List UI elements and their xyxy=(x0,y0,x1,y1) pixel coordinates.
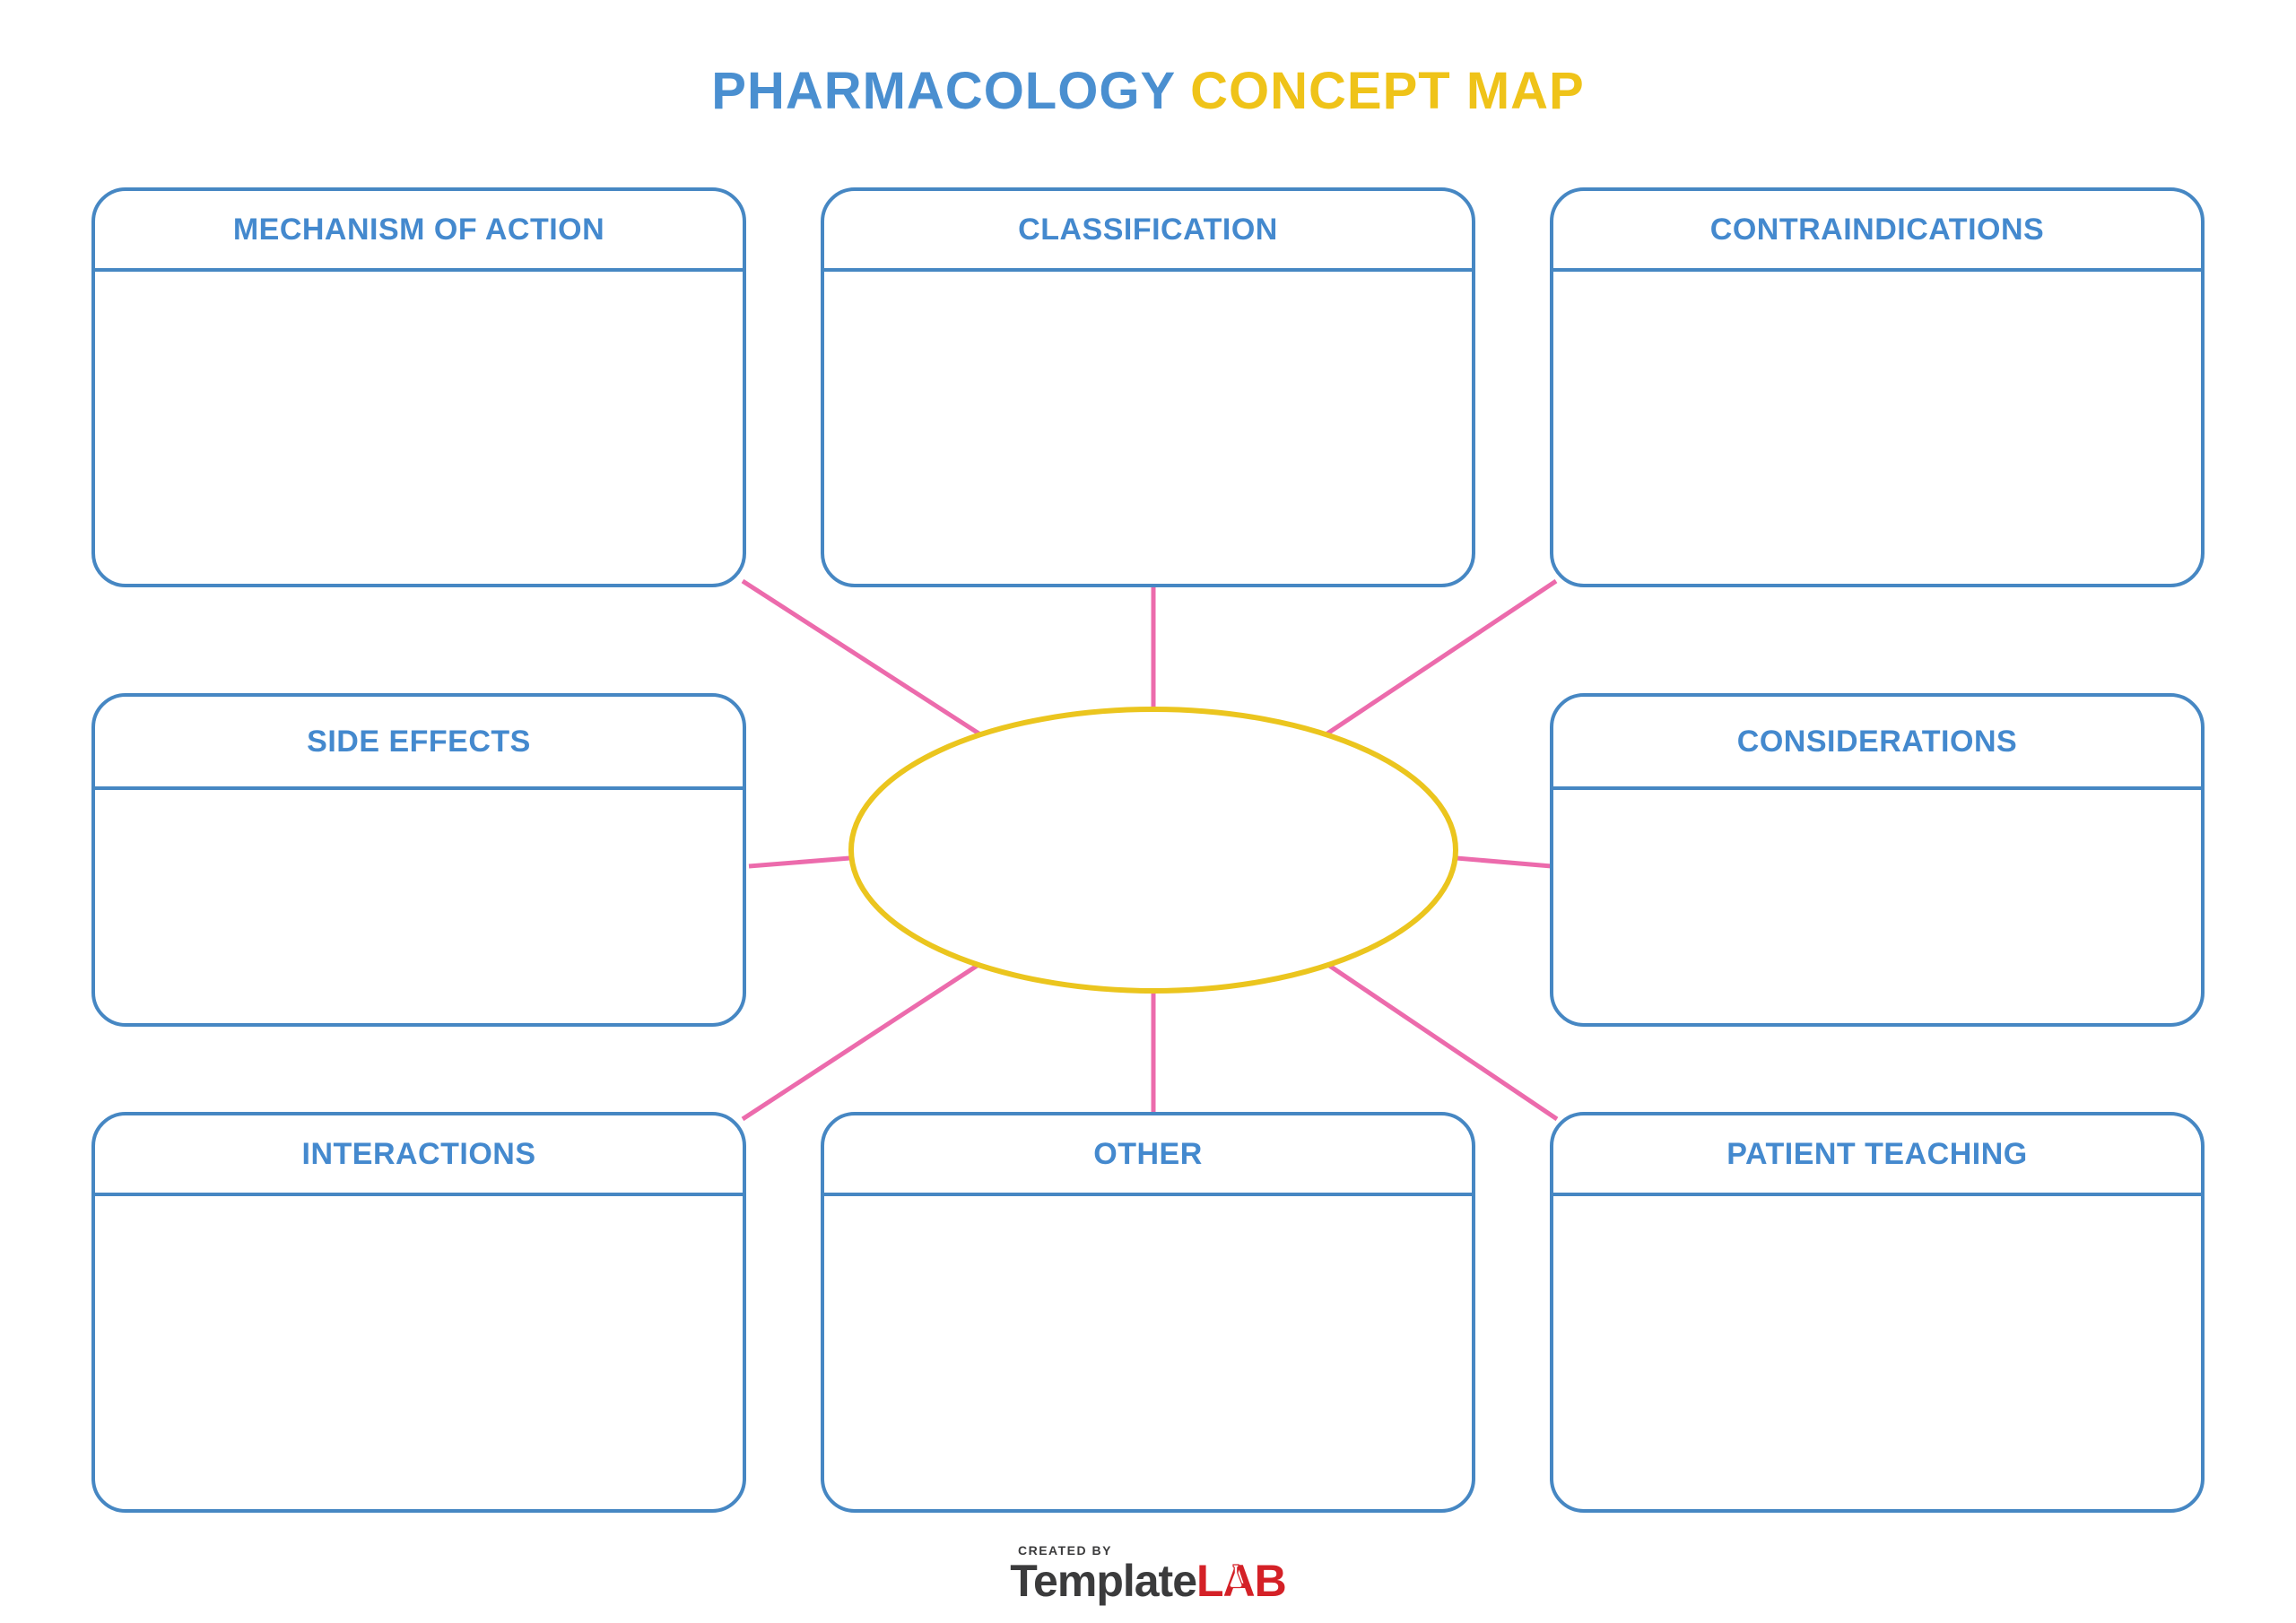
box-considerations-notes[interactable] xyxy=(1553,790,2201,1023)
flask-icon xyxy=(1229,1564,1243,1589)
connector-interactions xyxy=(741,957,988,1122)
box-mechanism-of-action-notes[interactable] xyxy=(95,272,743,584)
templatelab-brand: TemplateLAB xyxy=(1010,1556,1287,1606)
box-side-effects-title: SIDE EFFECTS xyxy=(95,697,743,790)
box-classification-title: CLASSIFICATION xyxy=(824,191,1472,272)
connector-contraindications xyxy=(1312,578,1558,745)
box-other-notes[interactable] xyxy=(824,1196,1472,1509)
box-contraindications-title: CONTRAINDICATIONS xyxy=(1553,191,2201,272)
connector-side-effects xyxy=(748,855,862,869)
connector-considerations xyxy=(1445,855,1552,869)
box-patient-teaching-notes[interactable] xyxy=(1553,1196,2201,1509)
templatelab-logo: CREATED BY TemplateLAB xyxy=(0,1544,2296,1603)
created-by-label: CREATED BY xyxy=(1018,1543,1112,1558)
box-side-effects: SIDE EFFECTS xyxy=(91,693,746,1027)
box-contraindications-notes[interactable] xyxy=(1553,272,2201,584)
connector-patient-teaching xyxy=(1318,957,1559,1122)
box-considerations: CONSIDERATIONS xyxy=(1550,693,2205,1027)
box-considerations-title: CONSIDERATIONS xyxy=(1553,697,2201,790)
brand-suffix-text: LAB xyxy=(1196,1556,1287,1606)
box-classification-notes[interactable] xyxy=(824,272,1472,584)
brand-suffix-letters: LAB xyxy=(1196,1556,1287,1606)
box-contraindications: CONTRAINDICATIONS xyxy=(1550,187,2205,587)
box-other: OTHER xyxy=(821,1112,1475,1513)
box-classification: CLASSIFICATION xyxy=(821,187,1475,587)
connector-mechanism-of-action xyxy=(741,578,997,747)
box-interactions-title: INTERACTIONS xyxy=(95,1115,743,1196)
box-patient-teaching: PATIENT TEACHING xyxy=(1550,1112,2205,1513)
box-side-effects-notes[interactable] xyxy=(95,790,743,1023)
box-patient-teaching-title: PATIENT TEACHING xyxy=(1553,1115,2201,1196)
box-interactions-notes[interactable] xyxy=(95,1196,743,1509)
box-mechanism-of-action: MECHANISM OF ACTION xyxy=(91,187,746,587)
page-title-part2: CONCEPT MAP xyxy=(1190,62,1585,120)
page-title-part1: PHARMACOLOGY xyxy=(711,62,1177,120)
brand-name-text: Template xyxy=(1010,1556,1197,1606)
box-other-title: OTHER xyxy=(824,1115,1472,1196)
box-mechanism-of-action-title: MECHANISM OF ACTION xyxy=(95,191,743,272)
central-topic-ellipse[interactable] xyxy=(848,707,1458,994)
box-interactions: INTERACTIONS xyxy=(91,1112,746,1513)
